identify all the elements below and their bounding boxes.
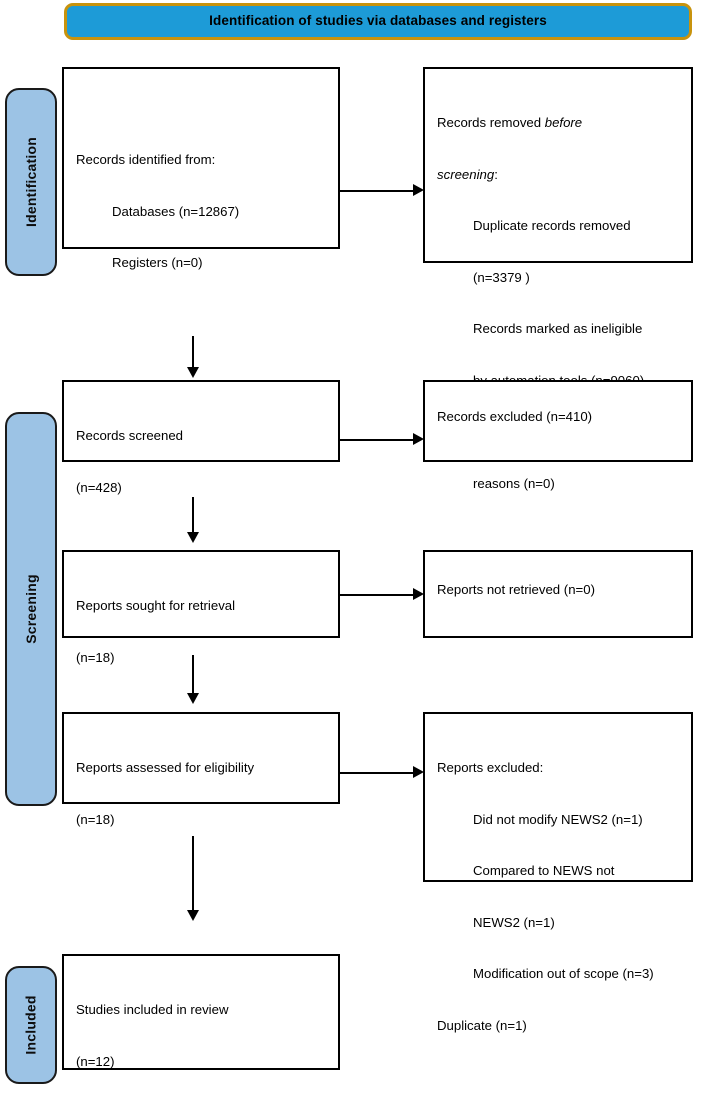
connector-screened-to-excluded [340, 439, 416, 442]
box-reports-assessed-text: Reports assessed for eligibility (n=18) [76, 725, 328, 862]
reports-excluded-line5: Modification out of scope (n=3) [473, 966, 654, 982]
studies-included-line1: Studies included in review [76, 1002, 229, 1018]
box-reports-not-retrieved-text: Reports not retrieved (n=0) [437, 547, 595, 633]
connector-sought-to-not-retrieved [340, 594, 416, 597]
records-removed-line1-emphasis: before [544, 115, 583, 131]
reports-excluded-line6: Duplicate (n=1) [437, 1017, 527, 1033]
records-removed-line2: screening: [437, 166, 681, 183]
arrowhead-sought-to-not-retrieved [413, 588, 424, 600]
connector-assessed-to-excluded [340, 772, 416, 775]
reports-excluded-line1: Reports excluded: [437, 760, 544, 776]
diagram-header-banner: Identification of studies via databases … [64, 3, 692, 40]
stage-tab-screening-label: Screening [23, 574, 39, 644]
records-removed-line1-lead: Records removed [437, 115, 545, 131]
arrowhead-screened-to-sought [187, 532, 199, 543]
box-records-identified: Records identified from: Databases (n=12… [62, 67, 340, 270]
stage-tab-identification: Identification [5, 88, 57, 276]
box-records-excluded: Records excluded (n=410) [423, 380, 693, 462]
stage-tab-identification-label: Identification [23, 137, 40, 227]
box-studies-included-text: Studies included in review (n=12) Report… [76, 967, 328, 1100]
stage-tab-screening: Screening [5, 412, 57, 806]
records-screened-line2: (n=428) [76, 479, 122, 495]
connector-assessed-to-included [192, 836, 195, 912]
stage-tab-included: Included [5, 966, 57, 1084]
records-removed-line4: (n=3379 ) [473, 269, 530, 285]
stage-tab-included-label: Included [23, 995, 40, 1055]
reports-assessed-line1: Reports assessed for eligibility [76, 760, 255, 776]
arrowhead-sought-to-assessed [187, 693, 199, 704]
arrowhead-assessed-to-excluded [413, 766, 424, 778]
records-removed-line5: Records marked as ineligible [473, 321, 643, 337]
arrowhead-identified-to-screened [187, 367, 199, 378]
records-removed-line2-colon: : [494, 166, 498, 182]
reports-not-retrieved-line1: Reports not retrieved (n=0) [437, 582, 595, 598]
diagram-title: Identification of studies via databases … [209, 13, 547, 29]
records-screened-line1: Records screened [76, 428, 184, 444]
reports-sought-line1: Reports sought for retrieval [76, 598, 236, 614]
box-studies-included: Studies included in review (n=12) Report… [62, 954, 340, 1070]
box-reports-excluded: Reports excluded: Did not modify NEWS2 (… [423, 712, 693, 1033]
records-identified-line3: Registers (n=0) [112, 255, 203, 271]
records-removed-line3: Duplicate records removed [473, 218, 631, 234]
reports-excluded-line3: Compared to NEWS not [473, 863, 615, 879]
connector-screened-to-sought [192, 497, 195, 535]
box-records-screened-text: Records screened (n=428) [76, 393, 328, 530]
reports-sought-line2: (n=18) [76, 649, 115, 665]
records-identified-line2: Databases (n=12867) [112, 203, 240, 219]
records-identified-line1: Records identified from: [76, 152, 216, 168]
arrowhead-screened-to-excluded [413, 433, 424, 445]
box-reports-excluded-text: Reports excluded: Did not modify NEWS2 (… [437, 725, 681, 1068]
box-records-screened: Records screened (n=428) [62, 380, 340, 495]
connector-sought-to-assessed [192, 655, 195, 695]
records-removed-line1: Records removed before [437, 114, 681, 131]
arrowhead-assessed-to-included [187, 910, 199, 921]
records-removed-line8: reasons (n=0) [473, 475, 555, 491]
reports-excluded-line2: Did not modify NEWS2 (n=1) [473, 811, 643, 827]
reports-assessed-line2: (n=18) [76, 811, 115, 827]
box-records-excluded-text: Records excluded (n=410) [437, 374, 592, 460]
box-records-identified-text: Records identified from: Databases (n=12… [76, 117, 328, 306]
arrowhead-identified-to-removed [413, 184, 424, 196]
box-reports-not-retrieved: Reports not retrieved (n=0) [423, 550, 693, 638]
box-reports-sought-text: Reports sought for retrieval (n=18) [76, 563, 328, 700]
box-reports-sought: Reports sought for retrieval (n=18) [62, 550, 340, 665]
studies-included-line2: (n=12) [76, 1053, 115, 1069]
records-removed-line2-emphasis: screening [437, 166, 495, 182]
connector-identified-to-removed [340, 190, 416, 193]
reports-excluded-line4: NEWS2 (n=1) [473, 914, 555, 930]
box-reports-assessed: Reports assessed for eligibility (n=18) [62, 712, 340, 827]
records-excluded-line1: Records excluded (n=410) [437, 409, 593, 425]
box-records-removed: Records removed before screening: Duplic… [423, 67, 693, 491]
connector-identified-to-screened [192, 336, 195, 370]
